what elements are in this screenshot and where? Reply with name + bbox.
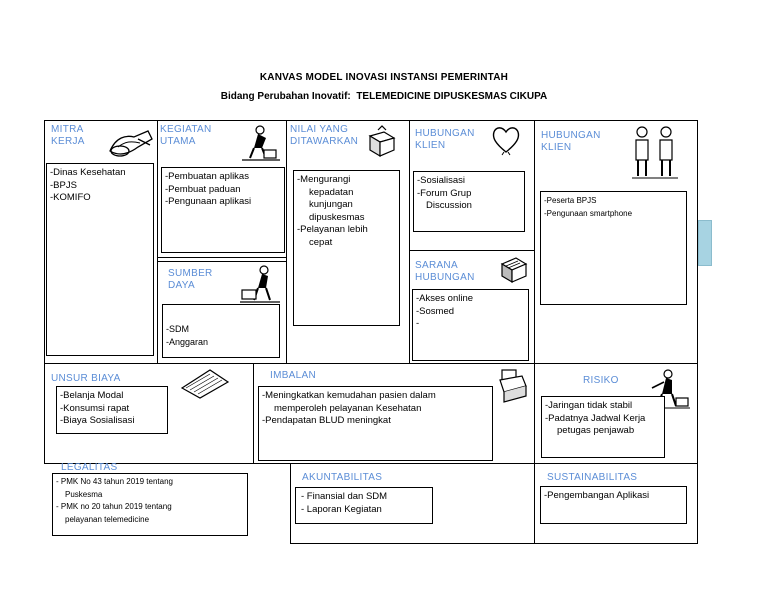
section-header: SUSTAINABILITAS [547,472,638,483]
page-title: KANVAS MODEL INOVASI INSTANSI PEMERINTAH [259,72,509,83]
header-line: SUMBER [168,268,213,279]
list-item: -Sosmed [416,305,455,317]
section-header: KEGIATAN UTAMA [160,124,211,148]
content-box: -Sosialisasi -Forum Grup Discussion [413,171,525,232]
list-item: -Peserta BPJS [544,196,597,205]
section-header: UNSUR BIAYA [51,373,121,384]
section-header: IMBALAN [270,370,317,381]
content-box: -SDM -Anggaran [162,304,280,358]
list-item: -KOMIFO [50,192,91,203]
handshake-icon [109,130,153,157]
content-box: -Mengurangi kepadatan kunjungan dipuskes… [293,170,400,326]
content-box: - Finansial dan SDM - Laporan Kegiatan [295,487,433,524]
people-icon [632,126,678,179]
header-line: NILAI YANG [290,124,349,135]
list-item: - Laporan Kegiatan [301,503,382,515]
header-line: DAYA [168,280,195,291]
header-line: SARANA [415,260,458,271]
header-line: KEGIATAN [160,124,212,135]
content-box: -Peserta BPJS -Pengunaan smartphone [540,191,687,305]
list-item: -Mengurangi [297,174,351,185]
content-box: -Pengembangan Aplikasi [540,486,687,524]
list-item: -Sosialisasi [417,175,466,186]
content-box: -Belanja Modal -Konsumsi rapat -Biaya So… [56,386,168,434]
list-item: -Jaringan tidak stabil [545,400,633,411]
papers-icon [180,369,230,399]
list-item: -Pengembangan Aplikasi [544,490,650,501]
gift-box-icon [368,125,396,158]
list-item: -Anggaran [166,336,209,347]
section-header: AKUNTABILITAS [302,472,383,483]
header-line: DITAWARKAN [290,136,359,147]
content-box: -Dinas Kesehatan -BPJS -KOMIFO [46,163,154,356]
list-item: -Pembuatan aplikas [165,171,249,182]
header-line: HUBUNGAN [415,128,475,139]
list-item: -BPJS [50,179,77,191]
worker-icon [240,265,280,303]
list-item: Discussion [426,200,472,211]
subtitle-label: Bidang Perubahan Inovatif: [220,91,351,102]
list-item: -Pelayanan lebih [297,224,368,235]
list-item: Puskesma [65,489,103,499]
list-item: -Dinas Kesehatan [50,167,126,178]
heart-icon [492,127,520,156]
list-item: kepadatan [309,186,354,198]
content-box: - PMK No 43 tahun 2019 tentang Puskesma … [52,473,248,536]
header-line: MITRA [51,124,84,135]
list-item: -Pembuat paduan [165,183,241,195]
list-item: -Konsumsi rapat [60,402,130,414]
header-line: HUBUNGAN [415,272,475,283]
content-box: -Pembuatan aplikas -Pembuat paduan -Peng… [161,167,285,253]
header-line: UTAMA [160,136,196,147]
header-line: KERJA [51,136,85,147]
list-item: -SDM [166,324,189,334]
list-item: -Forum Grup [417,187,472,199]
list-item: -Belanja Modal [60,390,124,401]
section-header: HUBUNGAN KLIEN [415,128,475,152]
list-item: -Akses online [416,293,474,304]
list-item: memperoleh pelayanan Kesehatan [274,402,422,414]
section-header: HUBUNGAN KLIEN [541,130,601,154]
list-item: -Biaya Sosialisasi [60,415,135,426]
list-item: petugas penjawab [557,425,635,436]
list-item: -Pengunaan smartphone [544,208,633,218]
cash-register-icon [499,369,527,403]
list-item: - [416,318,420,329]
section-header: RISIKO [583,375,619,386]
list-item: dipuskesmas [309,211,365,223]
section-header: SARANA HUBUNGAN [415,260,475,284]
section-header: MITRA KERJA [51,124,85,148]
list-item: -Meningkatkan kemudahan pasien dalam [262,390,436,401]
content-box: -Akses online -Sosmed - [412,289,529,361]
content-box: -Meningkatkan kemudahan pasien dalam mem… [258,386,493,461]
section-header: LEGALITAS [61,462,118,473]
machine-icon [500,257,528,284]
header-line: HUBUNGAN [541,130,601,141]
side-tab[interactable] [698,220,712,266]
worker-icon [242,125,280,161]
list-item: -Padatnya Jadwal Kerja [545,412,646,424]
list-item: - Finansial dan SDM [301,491,388,502]
list-item: kunjungan [309,199,353,210]
list-item: pelayanan telemedicine [65,514,150,524]
content-box: -Jaringan tidak stabil -Padatnya Jadwal … [541,396,665,458]
page-subtitle: Bidang Perubahan Inovatif: TELEMEDICINE … [0,91,768,102]
header-line: KLIEN [415,140,446,151]
list-item: cepat [309,236,333,248]
list-item: -Pengunaan aplikasi [165,196,252,207]
list-item: -Pendapatan BLUD meningkat [262,415,391,426]
header-line: KLIEN [541,142,572,153]
list-item: - PMK no 20 tahun 2019 tentang [56,502,172,511]
section-header: NILAI YANG DITAWARKAN [290,124,358,148]
subtitle-value: TELEMEDICINE DIPUSKESMAS CIKUPA [356,91,548,102]
section-header: SUMBER DAYA [168,268,213,292]
list-item: - PMK No 43 tahun 2019 tentang [56,477,173,486]
